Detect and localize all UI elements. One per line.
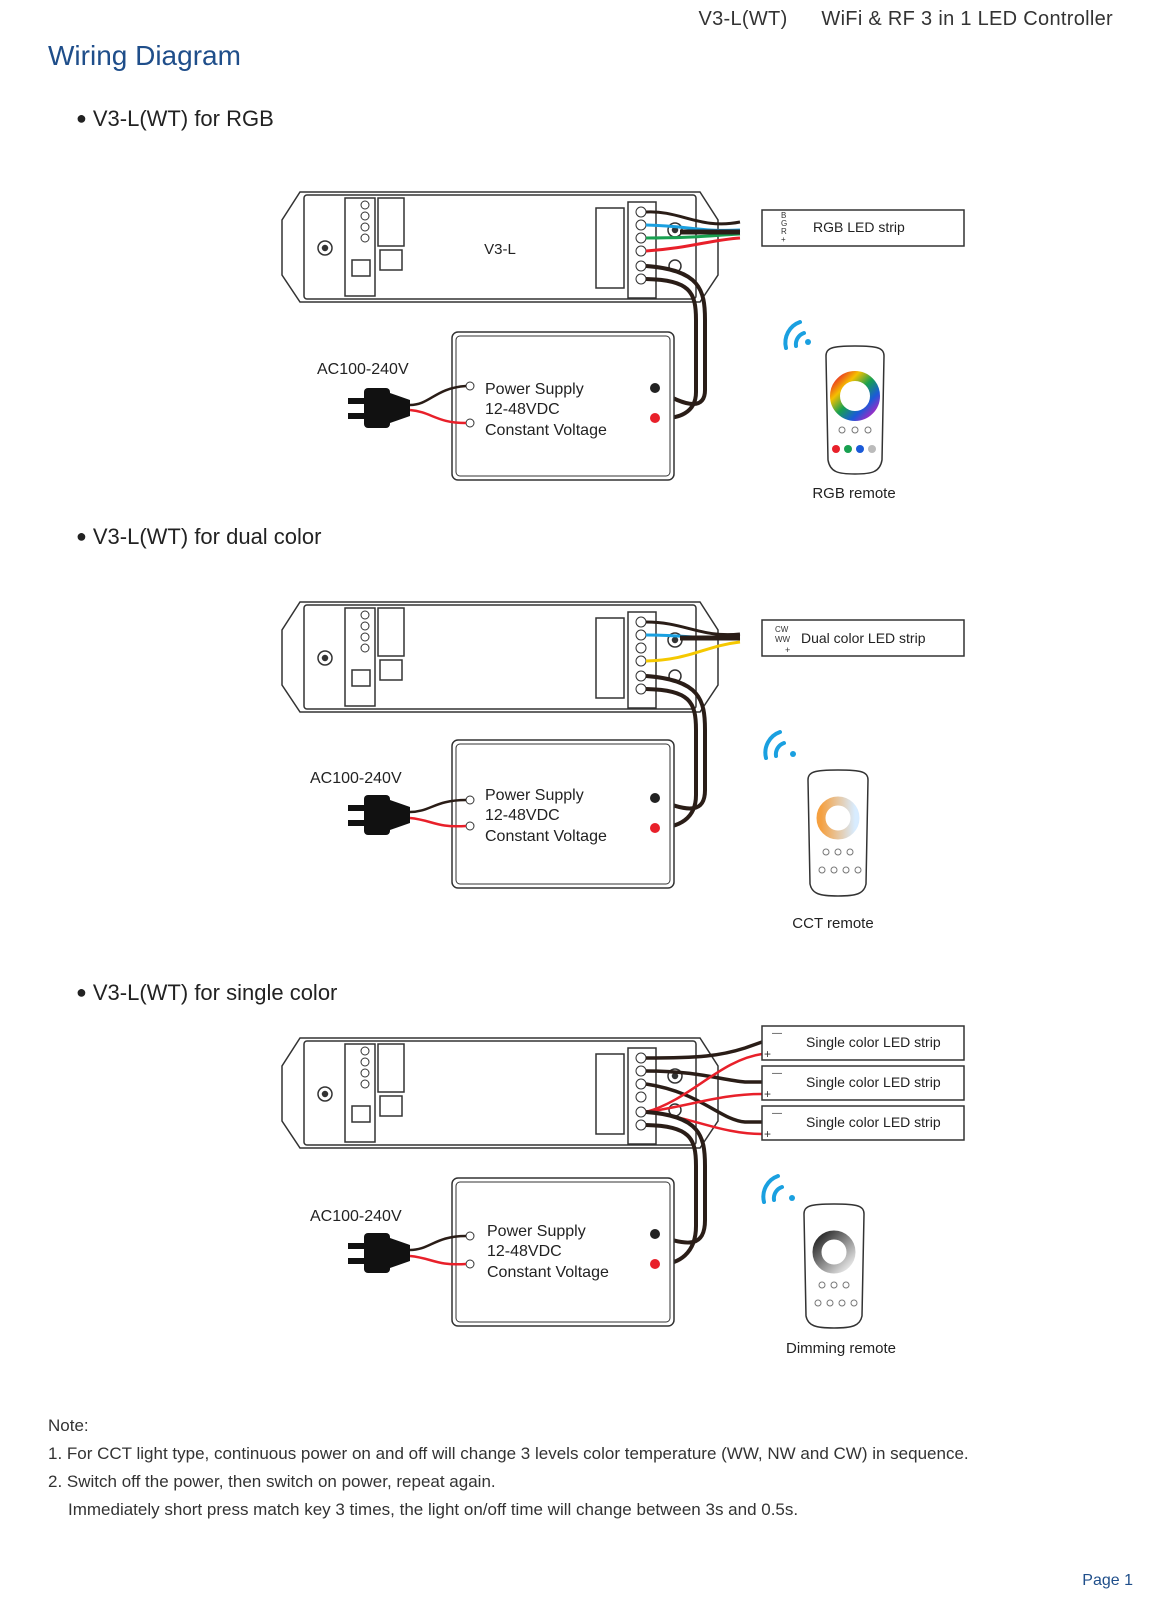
psu-line-1: Power Supply <box>485 787 584 804</box>
terminal-g: G <box>781 219 787 228</box>
power-supply: Power Supply 12-48VDC Constant Voltage <box>451 1177 675 1327</box>
psu-line-1: Power Supply <box>487 1223 586 1240</box>
psu-line-2: 12-48VDC <box>485 807 560 824</box>
controller-v3l <box>281 1037 719 1149</box>
rgb-remote <box>825 345 885 475</box>
strip-label: RGB LED strip <box>813 219 905 235</box>
wifi-signal-icon <box>783 320 811 350</box>
strip-label: Dual color LED strip <box>801 630 926 646</box>
page-title: Wiring Diagram <box>48 40 241 71</box>
terminal-plus: + <box>764 1087 771 1101</box>
section-heading-rgb: ●V3-L(WT) for RGB <box>76 106 274 131</box>
ac-label: AC100-240V <box>317 361 409 378</box>
note-line-1: 1. For CCT light type, continuous power … <box>48 1444 969 1463</box>
terminal-plus: + <box>764 1127 771 1141</box>
terminal-b: B <box>781 211 786 220</box>
terminal-plus: + <box>785 645 790 655</box>
terminal-r: R <box>781 227 787 236</box>
controller-v3l <box>281 601 719 713</box>
page-number: Page 1 <box>1082 1572 1133 1589</box>
single-color-led-strip-3: — + Single color LED strip <box>761 1105 965 1141</box>
diagram-dual-color: CW WW + Dual color LED strip Power Suppl… <box>281 601 965 932</box>
psu-line-2: 12-48VDC <box>487 1243 562 1260</box>
remote-label: RGB remote <box>812 485 895 502</box>
terminal-minus: — <box>772 1108 782 1119</box>
ac-label: AC100-240V <box>310 770 402 787</box>
remote-label: CCT remote <box>792 915 873 932</box>
diagram-rgb: V3-L B G R + RGB LED strip Power Supply … <box>281 191 965 502</box>
ac-plug <box>348 384 467 428</box>
page-header: V3-L(WT) WiFi & RF 3 in 1 LED Controller <box>670 8 1113 31</box>
note-line-3: Immediately short press match key 3 time… <box>68 1500 799 1519</box>
terminal-plus: + <box>781 235 786 244</box>
ac-label: AC100-240V <box>310 1208 402 1225</box>
psu-line-3: Constant Voltage <box>485 828 607 845</box>
wifi-signal-icon <box>761 1174 795 1204</box>
cct-remote <box>807 769 869 897</box>
dimming-remote <box>803 1203 865 1329</box>
notes-heading: Note: <box>48 1416 89 1435</box>
psu-line-2: 12-48VDC <box>485 401 560 418</box>
remote-label: Dimming remote <box>786 1340 896 1357</box>
section-heading-dual: ●V3-L(WT) for dual color <box>76 524 322 549</box>
diagram-single-color: — + Single color LED strip — + Single co… <box>281 1025 965 1357</box>
single-color-led-strip-2: — + Single color LED strip <box>761 1065 965 1101</box>
terminal-cw: CW <box>775 625 789 634</box>
strip-label: Single color LED strip <box>806 1114 941 1130</box>
ac-plug <box>348 1233 467 1273</box>
header-model: V3-L(WT) <box>698 8 788 30</box>
header-product: WiFi & RF 3 in 1 LED Controller <box>821 8 1113 30</box>
strip-label: Single color LED strip <box>806 1034 941 1050</box>
power-supply: Power Supply 12-48VDC Constant Voltage <box>451 331 675 481</box>
wifi-signal-icon <box>763 730 796 760</box>
single-color-led-strip-1: — + Single color LED strip <box>761 1025 965 1061</box>
terminal-minus: — <box>772 1068 782 1079</box>
strip-label: Single color LED strip <box>806 1074 941 1090</box>
psu-line-3: Constant Voltage <box>487 1264 609 1281</box>
ac-plug <box>348 795 467 835</box>
rgb-led-strip: B G R + RGB LED strip <box>761 209 965 247</box>
section-heading-single: ●V3-L(WT) for single color <box>76 980 338 1005</box>
controller-label: V3-L <box>484 241 516 258</box>
psu-line-3: Constant Voltage <box>485 422 607 439</box>
terminal-ww: WW <box>775 635 791 644</box>
terminal-minus: — <box>772 1028 782 1039</box>
note-line-2: 2. Switch off the power, then switch on … <box>48 1472 496 1491</box>
psu-line-1: Power Supply <box>485 381 584 398</box>
power-supply: Power Supply 12-48VDC Constant Voltage <box>451 739 675 889</box>
dual-color-led-strip: CW WW + Dual color LED strip <box>761 619 965 657</box>
terminal-plus: + <box>764 1047 771 1061</box>
